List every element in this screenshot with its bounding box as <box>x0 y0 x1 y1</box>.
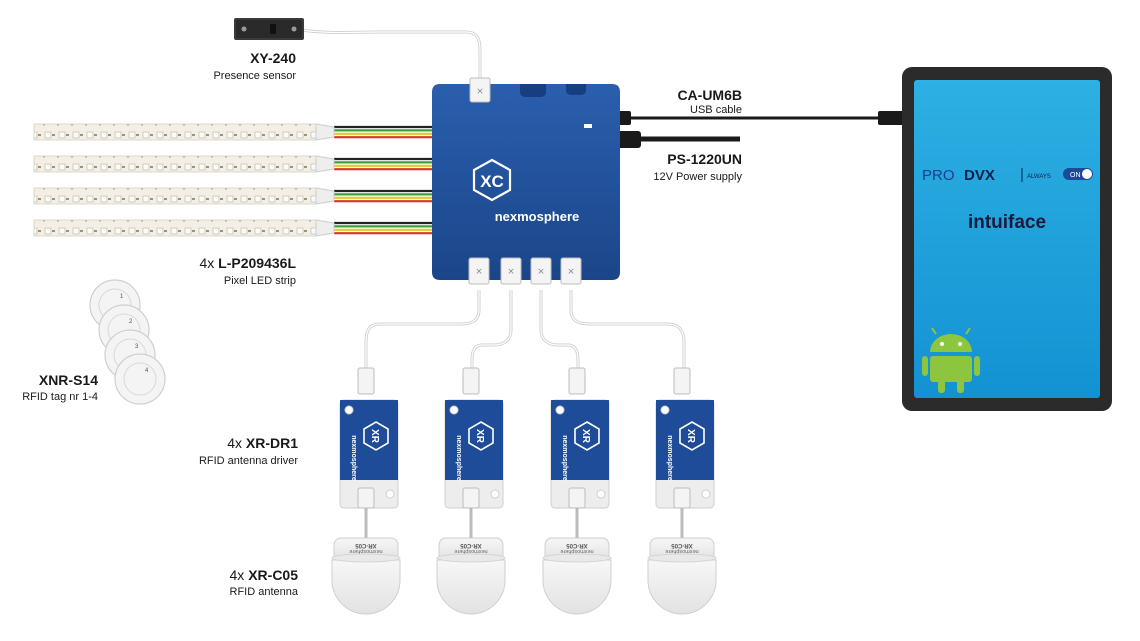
tag-number: 2 <box>129 319 133 325</box>
xr-badge: XR <box>580 429 591 444</box>
tags-code: XNR-S14 <box>39 372 98 388</box>
usb-cable <box>615 111 904 125</box>
android-icon <box>922 327 980 393</box>
xr-badge: XR <box>474 429 485 444</box>
svg-text:⨯: ⨯ <box>567 267 575 277</box>
led-strip <box>33 155 335 173</box>
rfid-tags: 1 2 3 4 <box>89 279 166 405</box>
tag-number: 4 <box>145 368 149 374</box>
xr-brand: nexmosphere <box>350 435 357 481</box>
intuiface-logo: intuiface <box>968 212 1046 233</box>
svg-text:4x L-P209436L: 4x L-P209436L <box>199 255 296 271</box>
power-cable <box>615 131 740 148</box>
rfid-antennas: XR-C05nexmosphereXR-C05nexmosphereXR-C05… <box>331 537 717 615</box>
rfid-driver: XR nexmosphere <box>550 367 610 538</box>
sensor-code: XY-240 <box>250 50 296 66</box>
tags-desc: RFID tag nr 1-4 <box>22 391 98 403</box>
tag-number: 1 <box>120 294 124 300</box>
antenna-label: XR-C05 <box>566 542 588 548</box>
power-desc: 12V Power supply <box>653 171 742 183</box>
rfid-driver: XR nexmosphere <box>339 367 399 538</box>
led-qty: 4x <box>199 255 218 271</box>
usb-code: CA-UM6B <box>677 87 742 103</box>
antenna-code: XR-C05 <box>248 567 298 583</box>
svg-text:4x XR-C05: 4x XR-C05 <box>230 567 299 583</box>
usb-desc: USB cable <box>690 104 742 116</box>
rfid-driver: XR nexmosphere <box>655 367 715 538</box>
brand-pro: PRO <box>922 167 955 184</box>
led-wires <box>334 125 432 235</box>
driver-qty: 4x <box>227 435 246 451</box>
antenna-brand: nexmosphere <box>560 548 593 554</box>
prodvx-display: PRO DVX ALWAYS ON intuiface <box>902 67 1112 411</box>
driver-cables <box>364 290 686 380</box>
xr-brand: nexmosphere <box>455 435 462 481</box>
tag-number: 3 <box>135 344 139 350</box>
presence-sensor <box>234 18 304 40</box>
power-code: PS-1220UN <box>667 151 742 167</box>
driver-desc: RFID antenna driver <box>199 455 298 467</box>
led-code: L-P209436L <box>218 255 296 271</box>
svg-text:⨯: ⨯ <box>537 267 545 277</box>
led-desc: Pixel LED strip <box>224 275 296 287</box>
sensor-cable <box>299 28 482 82</box>
svg-text:⨯: ⨯ <box>475 267 483 277</box>
xr-badge: XR <box>685 429 696 444</box>
antenna-brand: nexmosphere <box>454 548 487 554</box>
brand-always: ALWAYS <box>1027 174 1051 180</box>
rfid-tag: 4 <box>114 353 166 405</box>
svg-text:4x XR-DR1: 4x XR-DR1 <box>227 435 298 451</box>
led-strip <box>33 123 335 141</box>
xc-controller: ⨯ ⨯ ⨯ ⨯ ⨯ XC nexmosphere <box>432 77 620 285</box>
driver-code: XR-DR1 <box>246 435 298 451</box>
xr-brand: nexmosphere <box>561 435 568 481</box>
pixel-led-strips <box>33 123 335 237</box>
led-strip <box>33 219 335 237</box>
xr-badge: XR <box>369 429 380 444</box>
antenna-label: XR-C05 <box>671 542 693 548</box>
brand-dvx: DVX <box>964 167 995 184</box>
xr-brand: nexmosphere <box>666 435 673 481</box>
svg-text:⨯: ⨯ <box>507 267 515 277</box>
sensor-desc: Presence sensor <box>213 70 296 82</box>
antenna-label: XR-C05 <box>355 542 377 548</box>
antenna-qty: 4x <box>230 567 249 583</box>
rfid-driver: XR nexmosphere <box>444 367 504 538</box>
xc-badge: XC <box>480 172 504 191</box>
antenna-brand: nexmosphere <box>349 548 382 554</box>
antenna-brand: nexmosphere <box>665 548 698 554</box>
antenna-desc: RFID antenna <box>230 586 299 598</box>
led-strip <box>33 187 335 205</box>
antenna-label: XR-C05 <box>460 542 482 548</box>
svg-text:⨯: ⨯ <box>476 86 484 96</box>
xc-brand: nexmosphere <box>495 209 580 224</box>
svg-text:ON: ON <box>1070 172 1081 179</box>
